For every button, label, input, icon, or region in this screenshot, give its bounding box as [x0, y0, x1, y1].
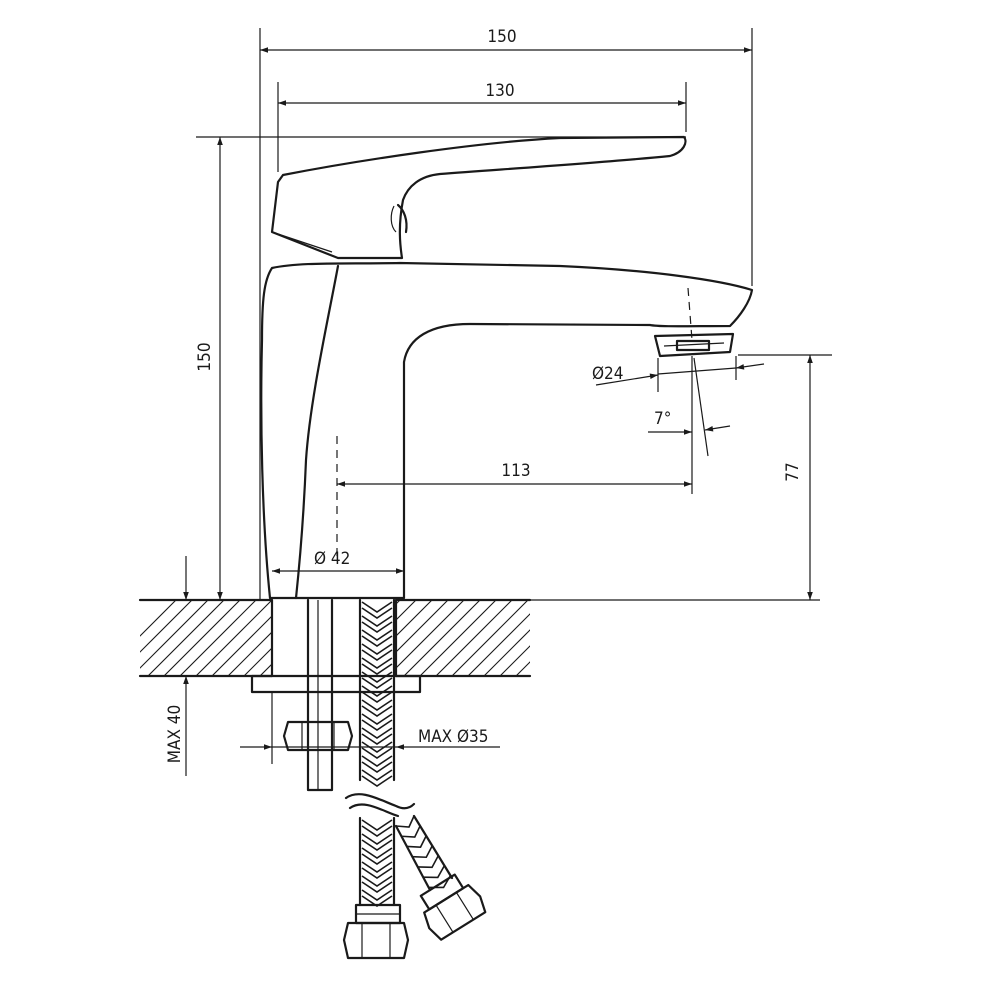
- lever-handle: [270, 135, 687, 260]
- countertop: [138, 598, 532, 678]
- dim-max-counter-thickness: MAX 40: [165, 705, 185, 763]
- dim-body-diameter: Ø 42: [314, 549, 350, 569]
- faucet-body: [260, 261, 754, 600]
- dim-overall-width: 150: [487, 27, 516, 47]
- dimensions: 150 130 150 77 Ø24 7° 113 Ø 42: [140, 27, 832, 776]
- dim-lever-length: 130: [485, 81, 514, 101]
- dim-spout-angle: 7°: [654, 409, 671, 429]
- supply-hoses: [342, 598, 487, 960]
- dim-spout-reach: 113: [501, 461, 530, 481]
- dim-overall-height: 150: [195, 342, 215, 371]
- dim-aerator-diameter: Ø24: [592, 364, 624, 384]
- dim-max-hole-diameter: MAX Ø35: [418, 727, 488, 747]
- aerator: [653, 332, 735, 358]
- mounting-hardware: [250, 598, 422, 792]
- center-lines: [336, 287, 709, 560]
- dim-spout-height: 77: [783, 462, 803, 481]
